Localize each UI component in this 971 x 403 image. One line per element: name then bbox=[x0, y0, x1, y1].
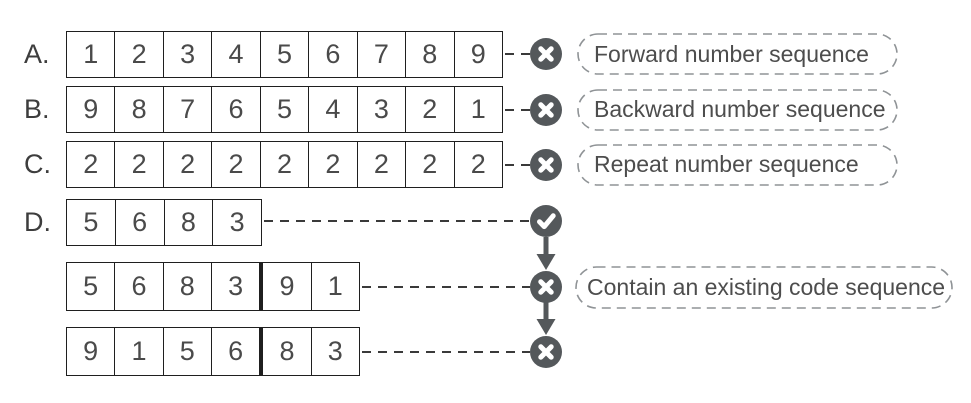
sequence-cell: 2 bbox=[162, 142, 211, 187]
sequence-cell: 1 bbox=[114, 328, 162, 375]
cross-icon bbox=[530, 148, 562, 181]
sequence-cell: 2 bbox=[308, 142, 356, 187]
connector-line bbox=[362, 350, 530, 353]
annotation-pill: Forward number sequence bbox=[577, 33, 898, 75]
sequence-cell: 2 bbox=[259, 142, 308, 187]
sequence-cell: 6 bbox=[114, 200, 164, 245]
connector-line bbox=[264, 220, 530, 222]
cross-icon bbox=[530, 335, 562, 368]
sequence-cell: 6 bbox=[210, 328, 259, 375]
sequence-cell: 5 bbox=[162, 328, 211, 375]
sequence-cell: 5 bbox=[83, 271, 99, 301]
sequence-box-b: 9 8 7 6 5 4 3 2 1 bbox=[66, 86, 503, 133]
sequence-cell: 9 bbox=[83, 336, 99, 366]
annotation-pill: Repeat number sequence bbox=[577, 143, 898, 186]
sequence-cell: 6 bbox=[308, 32, 356, 77]
sequence-cell: 2 bbox=[83, 149, 99, 179]
check-icon bbox=[530, 205, 562, 237]
sequence-cell: 6 bbox=[114, 263, 162, 310]
pill-dashed-border bbox=[577, 88, 898, 131]
sequence-box-d: 5 6 8 3 bbox=[66, 199, 262, 246]
pill-dashed-border bbox=[577, 33, 898, 75]
sequence-cell: 8 bbox=[162, 263, 211, 310]
connector-line bbox=[505, 108, 530, 111]
sequence-cell: 3 bbox=[356, 87, 405, 132]
sequence-box-c: 2 2 2 2 2 2 2 2 2 bbox=[66, 141, 503, 188]
sequence-cell: 5 bbox=[83, 207, 99, 237]
annotation-label: Backward number sequence bbox=[594, 96, 886, 122]
sequence-cell: 5 bbox=[259, 87, 308, 132]
cross-icon bbox=[530, 93, 562, 126]
arrow-down-icon bbox=[536, 302, 556, 335]
row-label-a: A. bbox=[24, 39, 50, 69]
sequence-cell: 7 bbox=[162, 87, 211, 132]
row-label-b: B. bbox=[24, 94, 50, 124]
annotation-pill: Contain an existing code sequence bbox=[575, 265, 953, 309]
sequence-cell: 3 bbox=[210, 263, 259, 310]
sequence-cell: 2 bbox=[405, 142, 453, 187]
pill-dashed-border bbox=[575, 265, 953, 309]
row-label-c: C. bbox=[24, 149, 51, 179]
connector-line bbox=[362, 286, 530, 288]
sequence-cell: 9 bbox=[259, 263, 310, 310]
sequence-cell: 4 bbox=[211, 32, 259, 77]
sequence-cell: 9 bbox=[83, 94, 99, 124]
sequence-cell: 2 bbox=[211, 142, 259, 187]
annotation-label: Repeat number sequence bbox=[594, 151, 859, 177]
sequence-box-f: 9 1 5 6 8 3 bbox=[66, 327, 360, 376]
annotation-label: Forward number sequence bbox=[594, 40, 869, 67]
row-label-d: D. bbox=[24, 207, 51, 237]
sequence-cell: 2 bbox=[114, 32, 162, 77]
sequence-cell: 4 bbox=[308, 87, 356, 132]
sequence-cell: 5 bbox=[259, 32, 308, 77]
sequence-cell: 2 bbox=[114, 142, 162, 187]
sequence-cell: 9 bbox=[453, 32, 502, 77]
sequence-box-a: 1 2 3 4 5 6 7 8 9 bbox=[66, 31, 503, 78]
annotation-pill: Backward number sequence bbox=[577, 88, 898, 131]
sequence-cell: 2 bbox=[356, 142, 405, 187]
sequence-cell: 8 bbox=[259, 328, 310, 375]
connector-line bbox=[505, 163, 530, 166]
sequence-cell: 8 bbox=[163, 200, 213, 245]
sequence-cell: 1 bbox=[310, 263, 359, 310]
sequence-cell: 2 bbox=[453, 142, 502, 187]
sequence-box-e: 5 6 8 3 9 1 bbox=[66, 262, 360, 311]
sequence-cell: 8 bbox=[114, 87, 162, 132]
sequence-cell: 7 bbox=[356, 32, 405, 77]
sequence-cell: 3 bbox=[310, 328, 359, 375]
annotation-label: Contain an existing code sequence bbox=[587, 273, 946, 300]
sequence-cell: 1 bbox=[453, 87, 502, 132]
sequence-cell: 3 bbox=[162, 32, 211, 77]
sequence-cell: 3 bbox=[212, 200, 261, 245]
sequence-cell: 8 bbox=[405, 32, 453, 77]
sequence-cell: 6 bbox=[211, 87, 259, 132]
cross-icon bbox=[530, 271, 562, 303]
arrow-down-icon bbox=[536, 237, 556, 270]
sequence-cell: 2 bbox=[405, 87, 453, 132]
cross-icon bbox=[530, 38, 562, 70]
pill-dashed-border bbox=[577, 143, 898, 186]
sequence-cell: 1 bbox=[83, 39, 99, 69]
connector-line bbox=[505, 53, 530, 55]
